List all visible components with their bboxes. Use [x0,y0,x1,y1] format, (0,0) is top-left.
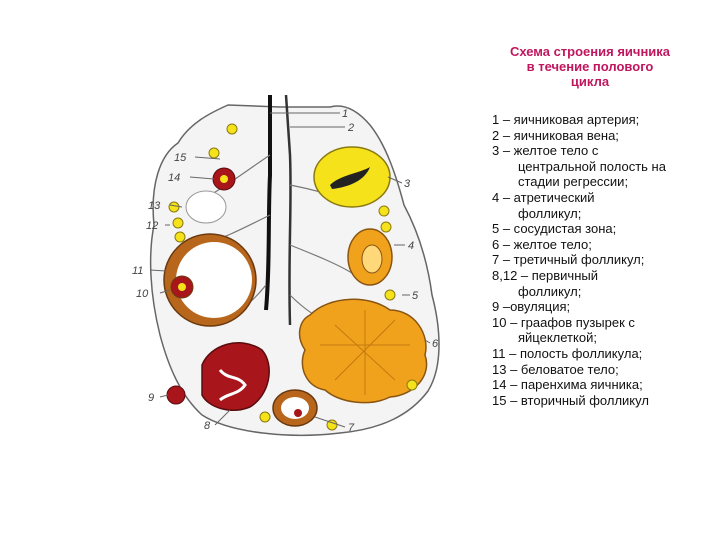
legend-item-15: 15 – вторичный фолликул [492,393,714,409]
legend-item-text: 4 – атретический [492,190,595,205]
label-5: 5 [412,290,419,302]
tertiary-follicle-cavity [281,397,309,419]
oocyte-nucleus [178,283,186,291]
label-4: 4 [408,240,414,252]
legend-item-text: 2 – яичниковая вена; [492,128,619,143]
legend-item-text: 10 – граафов пузырек с [492,315,635,330]
slide-title: Схема строения яичника в течение половог… [480,44,700,89]
legend-item-text: 9 –овуляция; [492,299,570,314]
title-line-2: в течение полового [480,59,700,74]
legend-item-14: 14 – паренхима яичника; [492,377,714,393]
legend-item-5: 5 – сосудистая зона; [492,221,714,237]
corpus-albicans [186,191,226,223]
legend-item-text: 14 – паренхима яичника; [492,377,643,392]
legend-item-7: 7 – третичный фолликул; [492,252,714,268]
tertiary-oocyte [294,409,302,417]
label-2: 2 [347,122,354,134]
legend-item-11: 11 – полость фолликула; [492,346,714,362]
atretic-follicle-center [362,245,382,273]
legend-item-text: 7 – третичный фолликул; [492,252,644,267]
legend-item-text: 3 – желтое тело с [492,143,598,158]
released-oocyte [167,386,185,404]
label-1: 1 [342,108,348,120]
label-8: 8 [204,420,211,432]
legend-item-continuation: яйцеклеткой; [492,330,714,346]
legend-item-continuation: фолликул; [492,206,714,222]
legend-item-13: 13 – беловатое тело; [492,362,714,378]
legend-item-text: 11 – полость фолликула; [492,346,642,361]
legend-item-1: 1 – яичниковая артерия; [492,112,714,128]
label-10: 10 [136,288,149,300]
legend-item-text: 8,12 – первичный [492,268,598,283]
legend-item-2: 2 – яичниковая вена; [492,128,714,144]
label-9: 9 [148,392,154,404]
legend-item-9: 9 –овуляция; [492,299,714,315]
label-7: 7 [348,422,355,434]
ovulation-body [202,343,269,410]
label-3: 3 [404,178,411,190]
title-line-1: Схема строения яичника [480,44,700,59]
label-11: 11 [132,265,143,277]
label-15: 15 [174,152,187,164]
legend-item-6: 6 – желтое тело; [492,237,714,253]
legend-item-text: 6 – желтое тело; [492,237,592,252]
legend-item-text: 13 – беловатое тело; [492,362,619,377]
secondary-follicle-nucleus [220,175,228,183]
legend: 1 – яичниковая артерия; 2 – яичниковая в… [492,112,714,408]
label-12: 12 [146,220,158,232]
ovary-illustration: 1 2 3 4 5 6 7 8 9 10 11 12 13 14 15 [120,95,460,440]
label-6: 6 [432,338,439,350]
label-13: 13 [148,200,161,212]
legend-item-continuation: центральной полость на стадии регрессии; [492,159,688,190]
label-14: 14 [168,172,180,184]
legend-item-text: 15 – вторичный фолликул [492,393,649,408]
legend-item-continuation: фолликул; [492,284,714,300]
legend-item-text: 1 – яичниковая артерия; [492,112,639,127]
title-line-3: цикла [480,74,700,89]
legend-item-text: 5 – сосудистая зона; [492,221,616,236]
ovary-diagram: 1 2 3 4 5 6 7 8 9 10 11 12 13 14 15 [120,95,460,440]
